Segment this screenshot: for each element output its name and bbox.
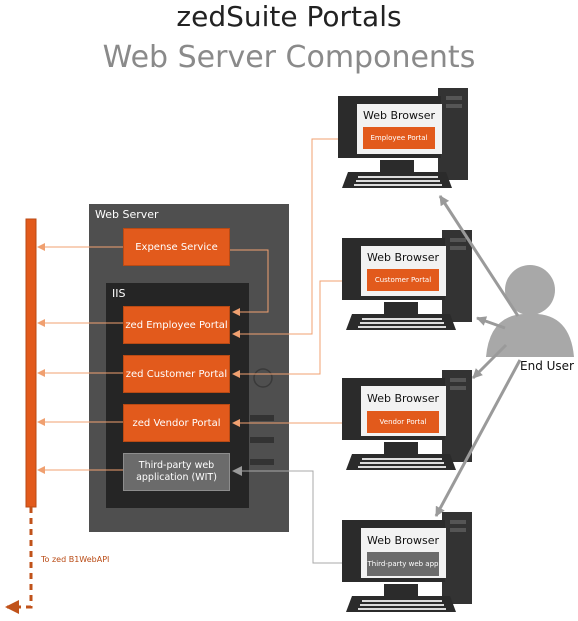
api-label: To zed B1WebAPI	[41, 555, 110, 564]
end-user-icon	[486, 265, 574, 357]
api-dashed-connector	[5, 507, 33, 614]
server-slot	[250, 459, 274, 465]
browser-label: Web Browser	[367, 392, 440, 405]
employee-portal-box: zed Employee Portal	[123, 306, 230, 344]
iis-label: IIS	[112, 287, 126, 300]
server-power-button	[253, 368, 273, 388]
browser-app-customer: Customer Portal	[367, 269, 439, 291]
browser-label: Web Browser	[363, 109, 436, 122]
browser-app-vendor: Vendor Portal	[367, 411, 439, 433]
server-slot	[250, 415, 274, 421]
browser-app-employee: Employee Portal	[363, 127, 435, 149]
server-slot	[250, 437, 274, 443]
browser-label: Web Browser	[367, 251, 440, 264]
end-user-label: End User	[520, 359, 574, 373]
browser-app-third-party: Third-party web app	[367, 552, 439, 576]
third-party-app-box: Third-party web application (WIT)	[123, 453, 230, 491]
api-bar	[25, 218, 37, 508]
diagram-subtitle: Web Server Components	[102, 40, 476, 75]
browser-label: Web Browser	[367, 534, 440, 547]
vendor-portal-box: zed Vendor Portal	[123, 404, 230, 442]
expense-service-box: Expense Service	[123, 228, 230, 266]
web-server-label: Web Server	[95, 208, 159, 221]
customer-portal-box: zed Customer Portal	[123, 355, 230, 393]
diagram-title: zedSuite Portals	[176, 0, 402, 33]
